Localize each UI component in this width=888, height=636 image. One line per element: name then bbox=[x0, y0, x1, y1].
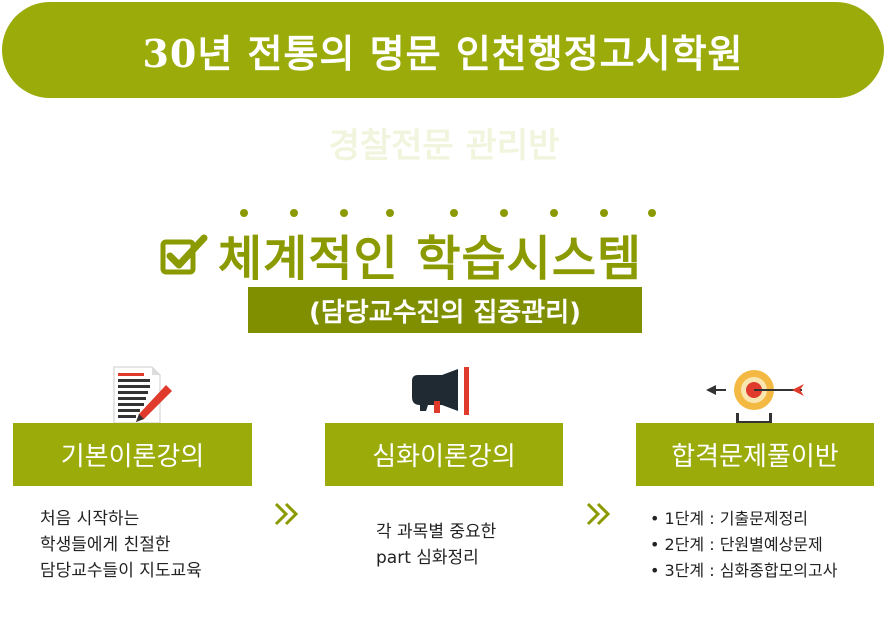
header-banner: 30년 전통의 명문 인천행정고시학원 bbox=[2, 2, 884, 98]
step-label: 합격문제풀이반 bbox=[671, 442, 839, 472]
document-pencil-icon bbox=[113, 366, 172, 424]
step-label: 심화이론강의 bbox=[372, 442, 516, 472]
double-chevron-right-icon bbox=[274, 502, 299, 526]
description-line: 학생들에게 친절한 bbox=[40, 535, 171, 555]
emphasis-dot bbox=[450, 209, 458, 217]
emphasis-dot bbox=[550, 209, 558, 217]
description-line: 처음 시작하는 bbox=[40, 509, 140, 529]
megaphone-icon bbox=[412, 367, 469, 415]
description-line: • 3단계 : 심화종합모의고사 bbox=[650, 561, 838, 580]
system-heading: 체계적인 학습시스템 bbox=[160, 205, 700, 287]
emphasis-dot bbox=[290, 209, 298, 217]
step-label: 기본이론강의 bbox=[60, 442, 205, 472]
step-advanced-theory: 심화이론강의 bbox=[325, 423, 563, 486]
description-line: • 2단계 : 단원별예상문제 bbox=[650, 535, 823, 554]
description-line: part 심화정리 bbox=[376, 548, 479, 568]
system-subtitle: (담당교수진의 집중관리) bbox=[248, 287, 642, 333]
step-exam-practice: 합격문제풀이반 bbox=[636, 423, 874, 486]
header-title: 30년 전통의 명문 인천행정고시학원 bbox=[142, 30, 744, 76]
emphasis-dot bbox=[500, 209, 508, 217]
step-description: • 1단계 : 기출문제정리 • 2단계 : 단원별예상문제 • 3단계 : 심… bbox=[650, 506, 837, 584]
emphasis-dot bbox=[240, 209, 248, 217]
double-chevron-right-icon bbox=[586, 502, 611, 526]
emphasis-dot bbox=[600, 209, 608, 217]
description-line: • 1단계 : 기출문제정리 bbox=[650, 509, 809, 528]
description-line: 담당교수들이 지도교육 bbox=[40, 561, 202, 581]
course-subtitle: 경찰전문 관리반 bbox=[328, 126, 560, 166]
description-line: 각 과목별 중요한 bbox=[376, 522, 497, 542]
step-description: 각 과목별 중요한 part 심화정리 bbox=[376, 519, 496, 571]
checkbox-check-icon bbox=[160, 234, 208, 275]
step-description: 처음 시작하는 학생들에게 친절한 담당교수들이 지도교육 bbox=[40, 506, 202, 584]
emphasis-dot bbox=[648, 209, 656, 217]
emphasis-dot bbox=[340, 209, 348, 217]
system-title: 체계적인 학습시스템 bbox=[218, 231, 643, 287]
emphasis-dot bbox=[386, 209, 394, 217]
target-arrow-icon bbox=[706, 370, 804, 433]
step-basic-theory: 기본이론강의 bbox=[13, 423, 252, 486]
